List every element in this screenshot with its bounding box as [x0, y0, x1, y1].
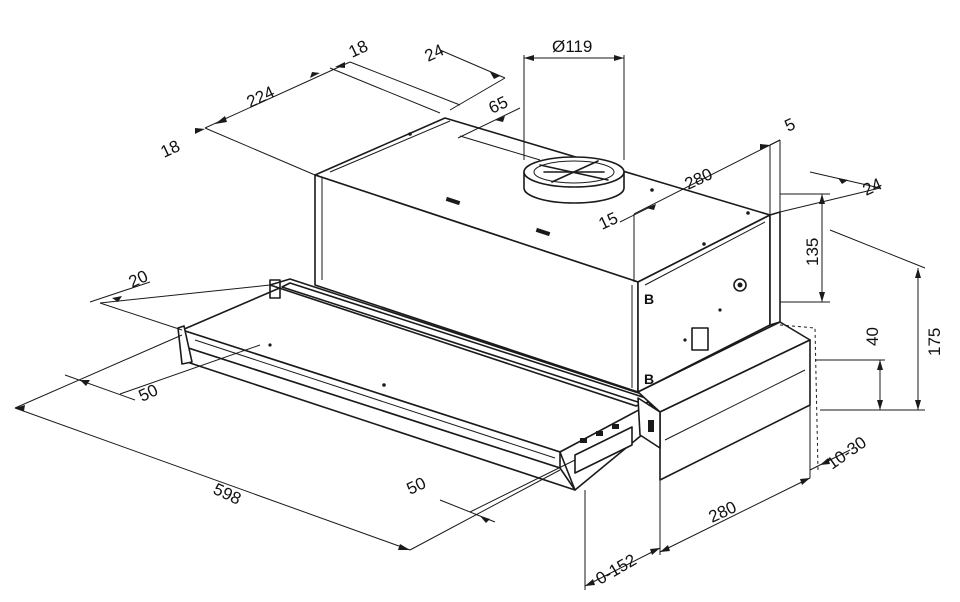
- dim-0-152: 0-152: [593, 550, 640, 588]
- dim-50-left: 50: [136, 380, 161, 405]
- dim-5: 5: [782, 114, 799, 135]
- dim-18-left: 18: [158, 136, 183, 161]
- dim-18-top: 18: [346, 36, 371, 61]
- fixing-markers: B B: [644, 291, 654, 387]
- pull-out-tray: [177, 278, 811, 491]
- dim-280-bottom: 280: [706, 497, 740, 526]
- dim-50-front: 50: [404, 473, 429, 498]
- marker-b-upper: B: [644, 291, 654, 307]
- dim-10-30: 10-30: [823, 433, 870, 474]
- dim-224: 224: [244, 82, 278, 111]
- dim-598: 598: [210, 479, 244, 508]
- dimension-lines: [14, 49, 926, 590]
- dim-24-top: 24: [422, 40, 447, 65]
- dim-20: 20: [126, 266, 151, 291]
- dim-119-diameter: Ø119: [552, 37, 592, 56]
- marker-b-lower: B: [644, 371, 654, 387]
- dim-135: 135: [803, 238, 822, 266]
- dim-40: 40: [863, 327, 882, 346]
- dim-280-top: 280: [682, 164, 716, 193]
- dim-24-right: 24: [860, 174, 885, 199]
- dim-175: 175: [925, 328, 944, 356]
- duct-collar: [523, 156, 625, 204]
